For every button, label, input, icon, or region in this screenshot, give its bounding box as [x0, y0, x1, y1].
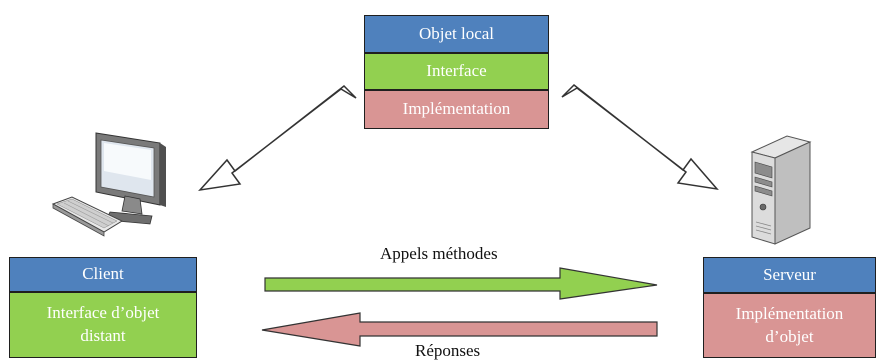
local-object-implementation-text: Implémentation	[402, 99, 511, 119]
method-calls-arrow	[264, 267, 658, 300]
computer-icon	[51, 132, 166, 237]
local-object-interface: Interface	[364, 53, 549, 90]
server-implementation-line-2: d’objet	[765, 326, 814, 346]
method-calls-label: Appels méthodes	[380, 244, 498, 263]
client-interface-line-1: Interface d’objet	[46, 303, 160, 323]
server-implementation-text: Implémentation d’objet	[736, 303, 844, 349]
server-title: Serveur	[703, 257, 876, 293]
local-object-implementation: Implémentation	[364, 90, 549, 129]
client-title-text: Client	[82, 264, 124, 284]
server-object-implementation: Implémentation d’objet	[703, 293, 876, 358]
client-interface-line-2: distant	[80, 326, 126, 345]
client-remote-interface-text: Interface d’objet distant	[47, 302, 160, 348]
arrow-to-client	[198, 85, 357, 192]
server-tower-icon	[750, 135, 812, 245]
responses-arrow	[261, 312, 658, 347]
local-object-title: Objet local	[364, 15, 549, 53]
arrow-to-server	[561, 84, 719, 191]
server-title-text: Serveur	[763, 264, 816, 284]
local-object-interface-text: Interface	[426, 61, 487, 81]
local-object-title-text: Objet local	[418, 23, 495, 43]
responses-label: Réponses	[415, 341, 481, 360]
client-title: Client	[9, 257, 197, 292]
client-remote-interface: Interface d’objet distant	[9, 292, 197, 358]
server-implementation-line-1: Implémentation	[735, 303, 844, 323]
